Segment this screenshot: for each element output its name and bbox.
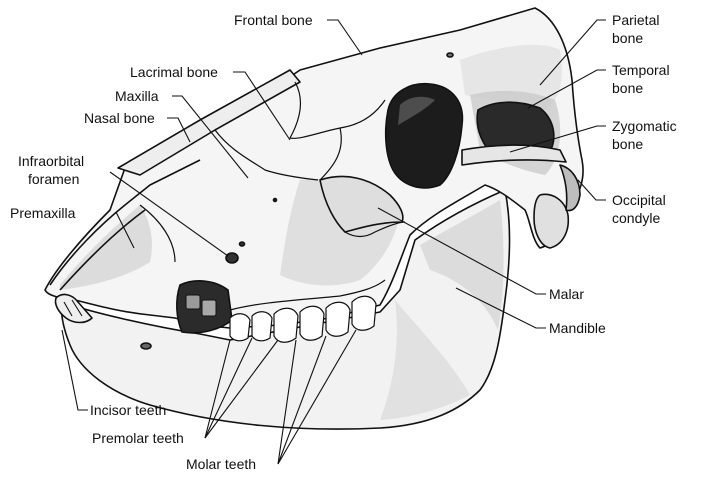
snout-ridge-inner: [59, 209, 146, 291]
label-premolar-teeth: Premolar teeth: [92, 430, 184, 446]
label-parietal-bone-1: Parietal: [612, 12, 659, 28]
inner-tooth-2: [201, 299, 217, 317]
label-lacrimal-bone: Lacrimal bone: [130, 64, 218, 80]
label-nasal-bone: Nasal bone: [84, 110, 155, 126]
tooth-6: [351, 295, 377, 331]
cheek-teeth-row: [229, 295, 377, 343]
suture-premaxilla: [139, 204, 176, 263]
leader-molar-teeth-3: [277, 329, 357, 465]
leader-mandible: [455, 287, 546, 329]
suture-frontal: [289, 81, 386, 139]
premaxilla-shading: [60, 205, 152, 290]
nasal-bone-shape: [117, 69, 301, 176]
label-frontal-bone: Frontal bone: [234, 12, 313, 28]
incisor-tip: [63, 299, 83, 317]
mandible-shading: [420, 200, 504, 330]
suture-maxilla: [214, 129, 319, 181]
label-malar: Malar: [549, 286, 584, 302]
zygomatic-arch: [461, 144, 567, 166]
leader-maxilla: [172, 95, 249, 179]
leader-premolar-teeth-1: [204, 339, 231, 439]
leader-molar-teeth-2: [277, 335, 327, 465]
leader-malar: [377, 207, 546, 295]
inner-tooth-1: [185, 294, 201, 310]
label-occipital-condyle-1: Occipital: [612, 192, 666, 208]
tooth-3: [273, 307, 299, 343]
tooth-4: [299, 305, 325, 341]
small-foramen-2: [272, 197, 278, 203]
infraorbital-foramen-hole: [225, 252, 239, 264]
leader-lacrimal-bone: [233, 71, 291, 141]
tooth-2: [251, 311, 273, 342]
label-temporal-bone-2: bone: [612, 80, 643, 96]
leader-parietal-bone: [539, 19, 606, 86]
skull-illustration: [44, 7, 584, 430]
mental-foramen: [140, 342, 152, 350]
labels: Frontal bone Lacrimal bone Maxilla Nasal…: [10, 12, 677, 472]
leader-premolar-teeth-2: [204, 337, 253, 439]
leader-frontal-bone: [327, 19, 363, 56]
leader-zygomatic-bone: [509, 125, 606, 153]
label-zygomatic-bone-1: Zygomatic: [612, 118, 677, 134]
upper-teeth-edge: [229, 279, 386, 311]
label-mandible: Mandible: [549, 320, 606, 336]
small-foramen-1: [238, 241, 246, 247]
leader-infraorbital-foramen: [109, 171, 229, 257]
leader-molar-teeth-1: [277, 339, 297, 465]
suture-lacrimal: [319, 127, 342, 181]
leader-temporal-bone: [527, 69, 606, 109]
tooth-1: [229, 313, 251, 342]
label-infraorbital-foramen-2: foramen: [28, 171, 79, 187]
label-occipital-condyle-2: condyle: [612, 210, 660, 226]
label-molar-teeth: Molar teeth: [186, 456, 256, 472]
label-incisor-teeth: Incisor teeth: [90, 402, 166, 418]
frontal-foramen: [446, 52, 454, 58]
occipital-condyle-shape: [533, 193, 570, 249]
tooth-5: [325, 301, 351, 337]
incisor-shape: [54, 293, 93, 324]
orbit-highlight: [398, 96, 435, 125]
label-maxilla: Maxilla: [115, 88, 159, 104]
suture-malar: [344, 221, 406, 238]
leader-nasal-bone: [167, 117, 191, 143]
leader-occipital-condyle: [577, 179, 606, 201]
label-infraorbital-foramen-1: Infraorbital: [18, 153, 84, 169]
leader-lines: [61, 19, 606, 465]
label-premaxilla: Premaxilla: [10, 205, 76, 221]
label-zygomatic-bone-2: bone: [612, 136, 643, 152]
snout-ridge: [49, 159, 201, 286]
leader-incisor-teeth: [61, 329, 88, 411]
label-temporal-bone-1: Temporal: [612, 62, 670, 78]
mandible-ramus-shadow: [380, 300, 470, 420]
leader-premaxilla: [115, 211, 135, 249]
occipital-process: [559, 164, 581, 212]
label-parietal-bone-2: bone: [612, 30, 643, 46]
leader-premolar-teeth-3: [204, 339, 279, 439]
